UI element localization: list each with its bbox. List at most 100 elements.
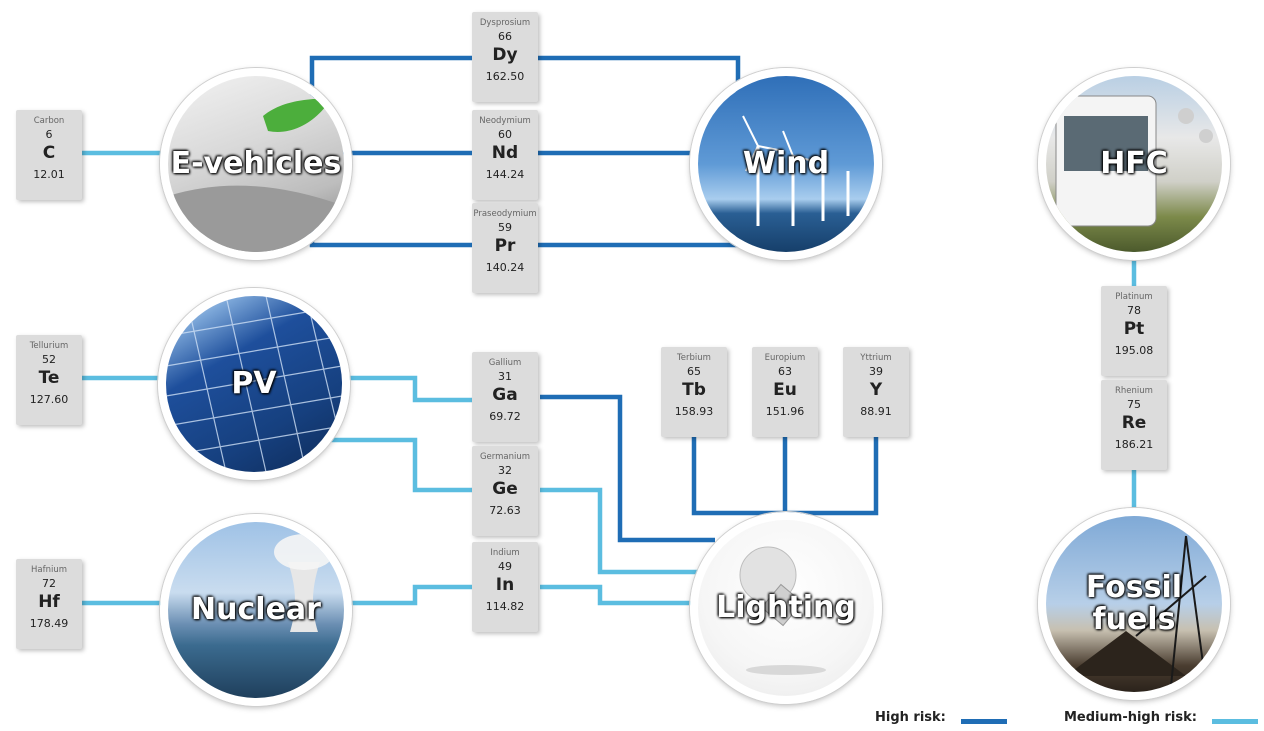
link-ge-lighting (540, 487, 700, 575)
wind-node: Wind (690, 68, 882, 260)
evehicles-label: E-vehicles (170, 146, 342, 181)
wind-photo (698, 76, 874, 252)
element-pr: Praseodymium 59 Pr 140.24 (472, 203, 538, 293)
element-mass: 114.82 (485, 600, 525, 613)
element-name: Hafnium (30, 565, 67, 575)
lighting-photo (698, 520, 874, 696)
hfc-label: HFC (1100, 146, 1168, 181)
element-symbol: Tb (682, 380, 706, 400)
element-number: 66 (498, 30, 512, 43)
element-number: 32 (498, 464, 512, 477)
element-symbol: In (495, 575, 515, 595)
element-symbol: Ge (492, 479, 518, 499)
element-number: 6 (45, 128, 53, 141)
element-name: Indium (490, 548, 520, 558)
element-mass: 12.01 (33, 168, 65, 181)
leaf-icon (168, 96, 344, 252)
element-symbol: C (42, 143, 56, 163)
element-number: 52 (42, 353, 56, 366)
element-number: 78 (1127, 304, 1141, 317)
pv-label: PV (231, 366, 277, 401)
element-number: 31 (498, 370, 512, 383)
element-mass: 127.60 (29, 393, 69, 406)
element-name: Tellurium (29, 341, 69, 351)
element-name: Platinum (1115, 292, 1153, 302)
nuclear-label: Nuclear (191, 592, 321, 627)
element-number: 65 (687, 365, 701, 378)
element-name: Yttrium (860, 353, 892, 363)
element-mass: 162.50 (485, 70, 525, 83)
link-tb-eu-y (691, 435, 879, 516)
solar-panel-icon (166, 296, 342, 472)
element-number: 60 (498, 128, 512, 141)
element-eu: Europium 63 Eu 151.96 (752, 347, 818, 437)
element-re: Rhenium 75 Re 186.21 (1101, 380, 1167, 470)
lighting-label: Lighting (716, 590, 856, 625)
element-name: Praseodymium (473, 209, 537, 219)
element-name: Neodymium (479, 116, 531, 126)
hfc-photo (1046, 76, 1222, 252)
element-symbol: Pr (494, 236, 516, 256)
element-c: Carbon 6 C 12.01 (16, 110, 82, 200)
element-te: Tellurium 52 Te 127.60 (16, 335, 82, 425)
element-hf: Hafnium 72 Hf 178.49 (16, 559, 82, 649)
element-symbol: Dy (492, 45, 518, 65)
element-ge: Germanium 32 Ge 72.63 (472, 446, 538, 536)
link-nuclear-in (345, 584, 475, 606)
element-symbol: Te (38, 368, 60, 388)
element-dy: Dysprosium 66 Dy 162.50 (472, 12, 538, 102)
element-y: Yttrium 39 Y 88.91 (843, 347, 909, 437)
element-name: Germanium (479, 452, 531, 462)
evehicles-photo (168, 76, 344, 252)
light-bulb-icon (739, 546, 826, 675)
nuclear-node: Nuclear (160, 514, 352, 706)
hfc-node: HFC (1038, 68, 1230, 260)
evehicles-node: E-vehicles (160, 68, 352, 260)
element-ga: Gallium 31 Ga 69.72 (472, 352, 538, 442)
element-mass: 195.08 (1114, 344, 1154, 357)
legend-medium: Medium-high risk: (1064, 710, 1259, 725)
nuclear-photo (168, 522, 344, 698)
element-mass: 178.49 (29, 617, 69, 630)
legend-medium-label: Medium-high risk: (1064, 710, 1197, 725)
fossil-photo (1046, 516, 1222, 692)
element-name: Dysprosium (479, 18, 531, 28)
link-in-lighting (540, 584, 695, 606)
legend-medium-swatch (1212, 719, 1258, 724)
element-symbol: Pt (1123, 319, 1145, 339)
derrick-icon (1066, 535, 1207, 687)
pv-node: PV (158, 288, 350, 480)
element-name: Europium (764, 353, 806, 363)
link-pv-ge (330, 437, 475, 493)
element-in: Indium 49 In 114.82 (472, 542, 538, 632)
element-mass: 69.72 (489, 410, 521, 423)
element-mass: 88.91 (860, 405, 892, 418)
fossil-label: Fossil fuels (1085, 570, 1183, 637)
element-symbol: Hf (38, 592, 60, 612)
legend-high: High risk: (875, 710, 1055, 725)
element-name: Terbium (677, 353, 711, 363)
element-name: Rhenium (1115, 386, 1153, 396)
legend-high-swatch (961, 719, 1007, 724)
pv-photo (166, 296, 342, 472)
legend-high-label: High risk: (875, 710, 946, 725)
element-mass: 140.24 (485, 261, 525, 274)
element-mass: 72.63 (489, 504, 521, 517)
element-symbol: Nd (491, 143, 519, 163)
lighting-node: Lighting (690, 512, 882, 704)
element-name: Gallium (488, 358, 522, 368)
element-symbol: Ga (492, 385, 518, 405)
element-mass: 158.93 (674, 405, 714, 418)
element-number: 72 (42, 577, 56, 590)
element-symbol: Re (1121, 413, 1147, 433)
link-pv-ga (345, 375, 475, 403)
element-pt: Platinum 78 Pt 195.08 (1101, 286, 1167, 376)
wind-turbine-icon (742, 115, 850, 226)
element-tb: Terbium 65 Tb 158.93 (661, 347, 727, 437)
wind-label: Wind (742, 146, 830, 181)
element-mass: 151.96 (765, 405, 805, 418)
element-number: 75 (1127, 398, 1141, 411)
element-number: 63 (778, 365, 792, 378)
element-nd: Neodymium 60 Nd 144.24 (472, 110, 538, 200)
element-mass: 144.24 (485, 168, 525, 181)
